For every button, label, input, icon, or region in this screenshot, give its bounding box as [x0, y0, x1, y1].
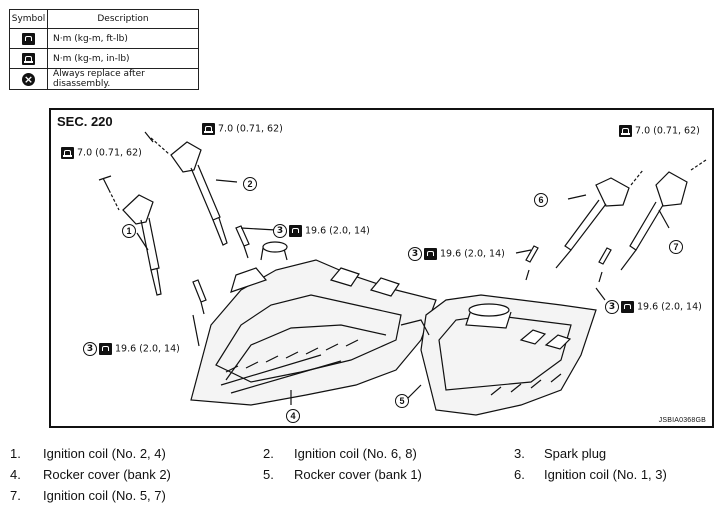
torque-inlb-icon	[202, 123, 215, 135]
legend-label: Ignition coil (No. 5, 7)	[43, 488, 166, 503]
spark-plug-left-b	[192, 279, 207, 315]
rocker-cover-bank2-drawing	[190, 241, 437, 406]
callout-6: 6	[534, 193, 548, 207]
legend-row: 1. Ignition coil (No. 2, 4) 2. Ignition …	[10, 446, 720, 467]
replace-icon: ×	[22, 72, 35, 86]
table-row: N·m (kg-m, in-lb)	[9, 48, 199, 69]
callout-2: 2	[243, 177, 257, 191]
legend-row: 7. Ignition coil (No. 5, 7)	[10, 488, 720, 509]
symbol-description: Always replace after disassembly.	[47, 68, 199, 90]
torque-inlb-icon	[61, 147, 74, 159]
legend-number: 5.	[263, 467, 274, 482]
rocker-cover-bank1-drawing	[400, 294, 597, 416]
torque-spec: 7.0 (0.71, 62)	[61, 147, 142, 159]
section-label: SEC. 220	[57, 114, 113, 129]
callout-4: 4	[286, 409, 300, 423]
symbol-description: N·m (kg-m, in-lb)	[47, 48, 199, 69]
callout-5: 5	[395, 394, 409, 408]
callout-1: 1	[122, 224, 136, 238]
ignition-coil-1-drawing	[98, 175, 162, 296]
engine-illustration	[98, 131, 707, 416]
torque-ftlb-icon	[289, 225, 302, 237]
symbol-table: Symbol Description N·m (kg-m, ft-lb) N·m…	[9, 9, 199, 90]
symbol-description: N·m (kg-m, ft-lb)	[47, 28, 199, 49]
torque-inlb-icon	[619, 125, 632, 137]
figure-id: JSBIA0368GB	[658, 417, 706, 424]
table-row: × Always replace after disassembly.	[9, 68, 199, 90]
legend-number: 7.	[10, 488, 21, 503]
torque-ftlb-icon	[22, 32, 35, 45]
torque-ftlb-icon	[621, 301, 634, 313]
legend-number: 4.	[10, 467, 21, 482]
legend-label: Spark plug	[544, 446, 607, 461]
description-header: Description	[47, 9, 199, 29]
ignition-coil-2-drawing	[144, 131, 228, 246]
torque-ftlb-icon	[99, 343, 112, 355]
table-row: N·m (kg-m, ft-lb)	[9, 28, 199, 49]
legend-number: 2.	[263, 446, 274, 461]
torque-spec: 7.0 (0.71, 62)	[202, 123, 283, 135]
legend-number: 3.	[514, 446, 525, 461]
legend-number: 6.	[514, 467, 525, 482]
callout-7: 7	[669, 240, 683, 254]
exploded-view-figure: SEC. 220 7.0 (0.71, 62) 7.0 (0.71, 62) 7…	[49, 108, 714, 428]
ignition-coil-7-drawing	[620, 159, 707, 271]
legend-row: 4. Rocker cover (bank 2) 5. Rocker cover…	[10, 467, 720, 488]
parts-legend: 1. Ignition coil (No. 2, 4) 2. Ignition …	[10, 446, 720, 509]
torque-spec: 7.0 (0.71, 62)	[619, 125, 700, 137]
spark-plug-right-a	[525, 245, 539, 281]
legend-label: Ignition coil (No. 1, 3)	[544, 467, 667, 482]
legend-number: 1.	[10, 446, 21, 461]
torque-inlb-icon	[22, 52, 35, 65]
symbol-header: Symbol	[9, 9, 48, 29]
legend-label: Rocker cover (bank 2)	[43, 467, 171, 482]
torque-ftlb-icon	[424, 248, 437, 260]
spark-plug-right-b	[598, 247, 612, 283]
legend-label: Ignition coil (No. 2, 4)	[43, 446, 166, 461]
legend-label: Rocker cover (bank 1)	[294, 467, 422, 482]
spark-plug-left-a	[235, 225, 250, 259]
ignition-coil-6-drawing	[555, 177, 630, 269]
legend-label: Ignition coil (No. 6, 8)	[294, 446, 417, 461]
